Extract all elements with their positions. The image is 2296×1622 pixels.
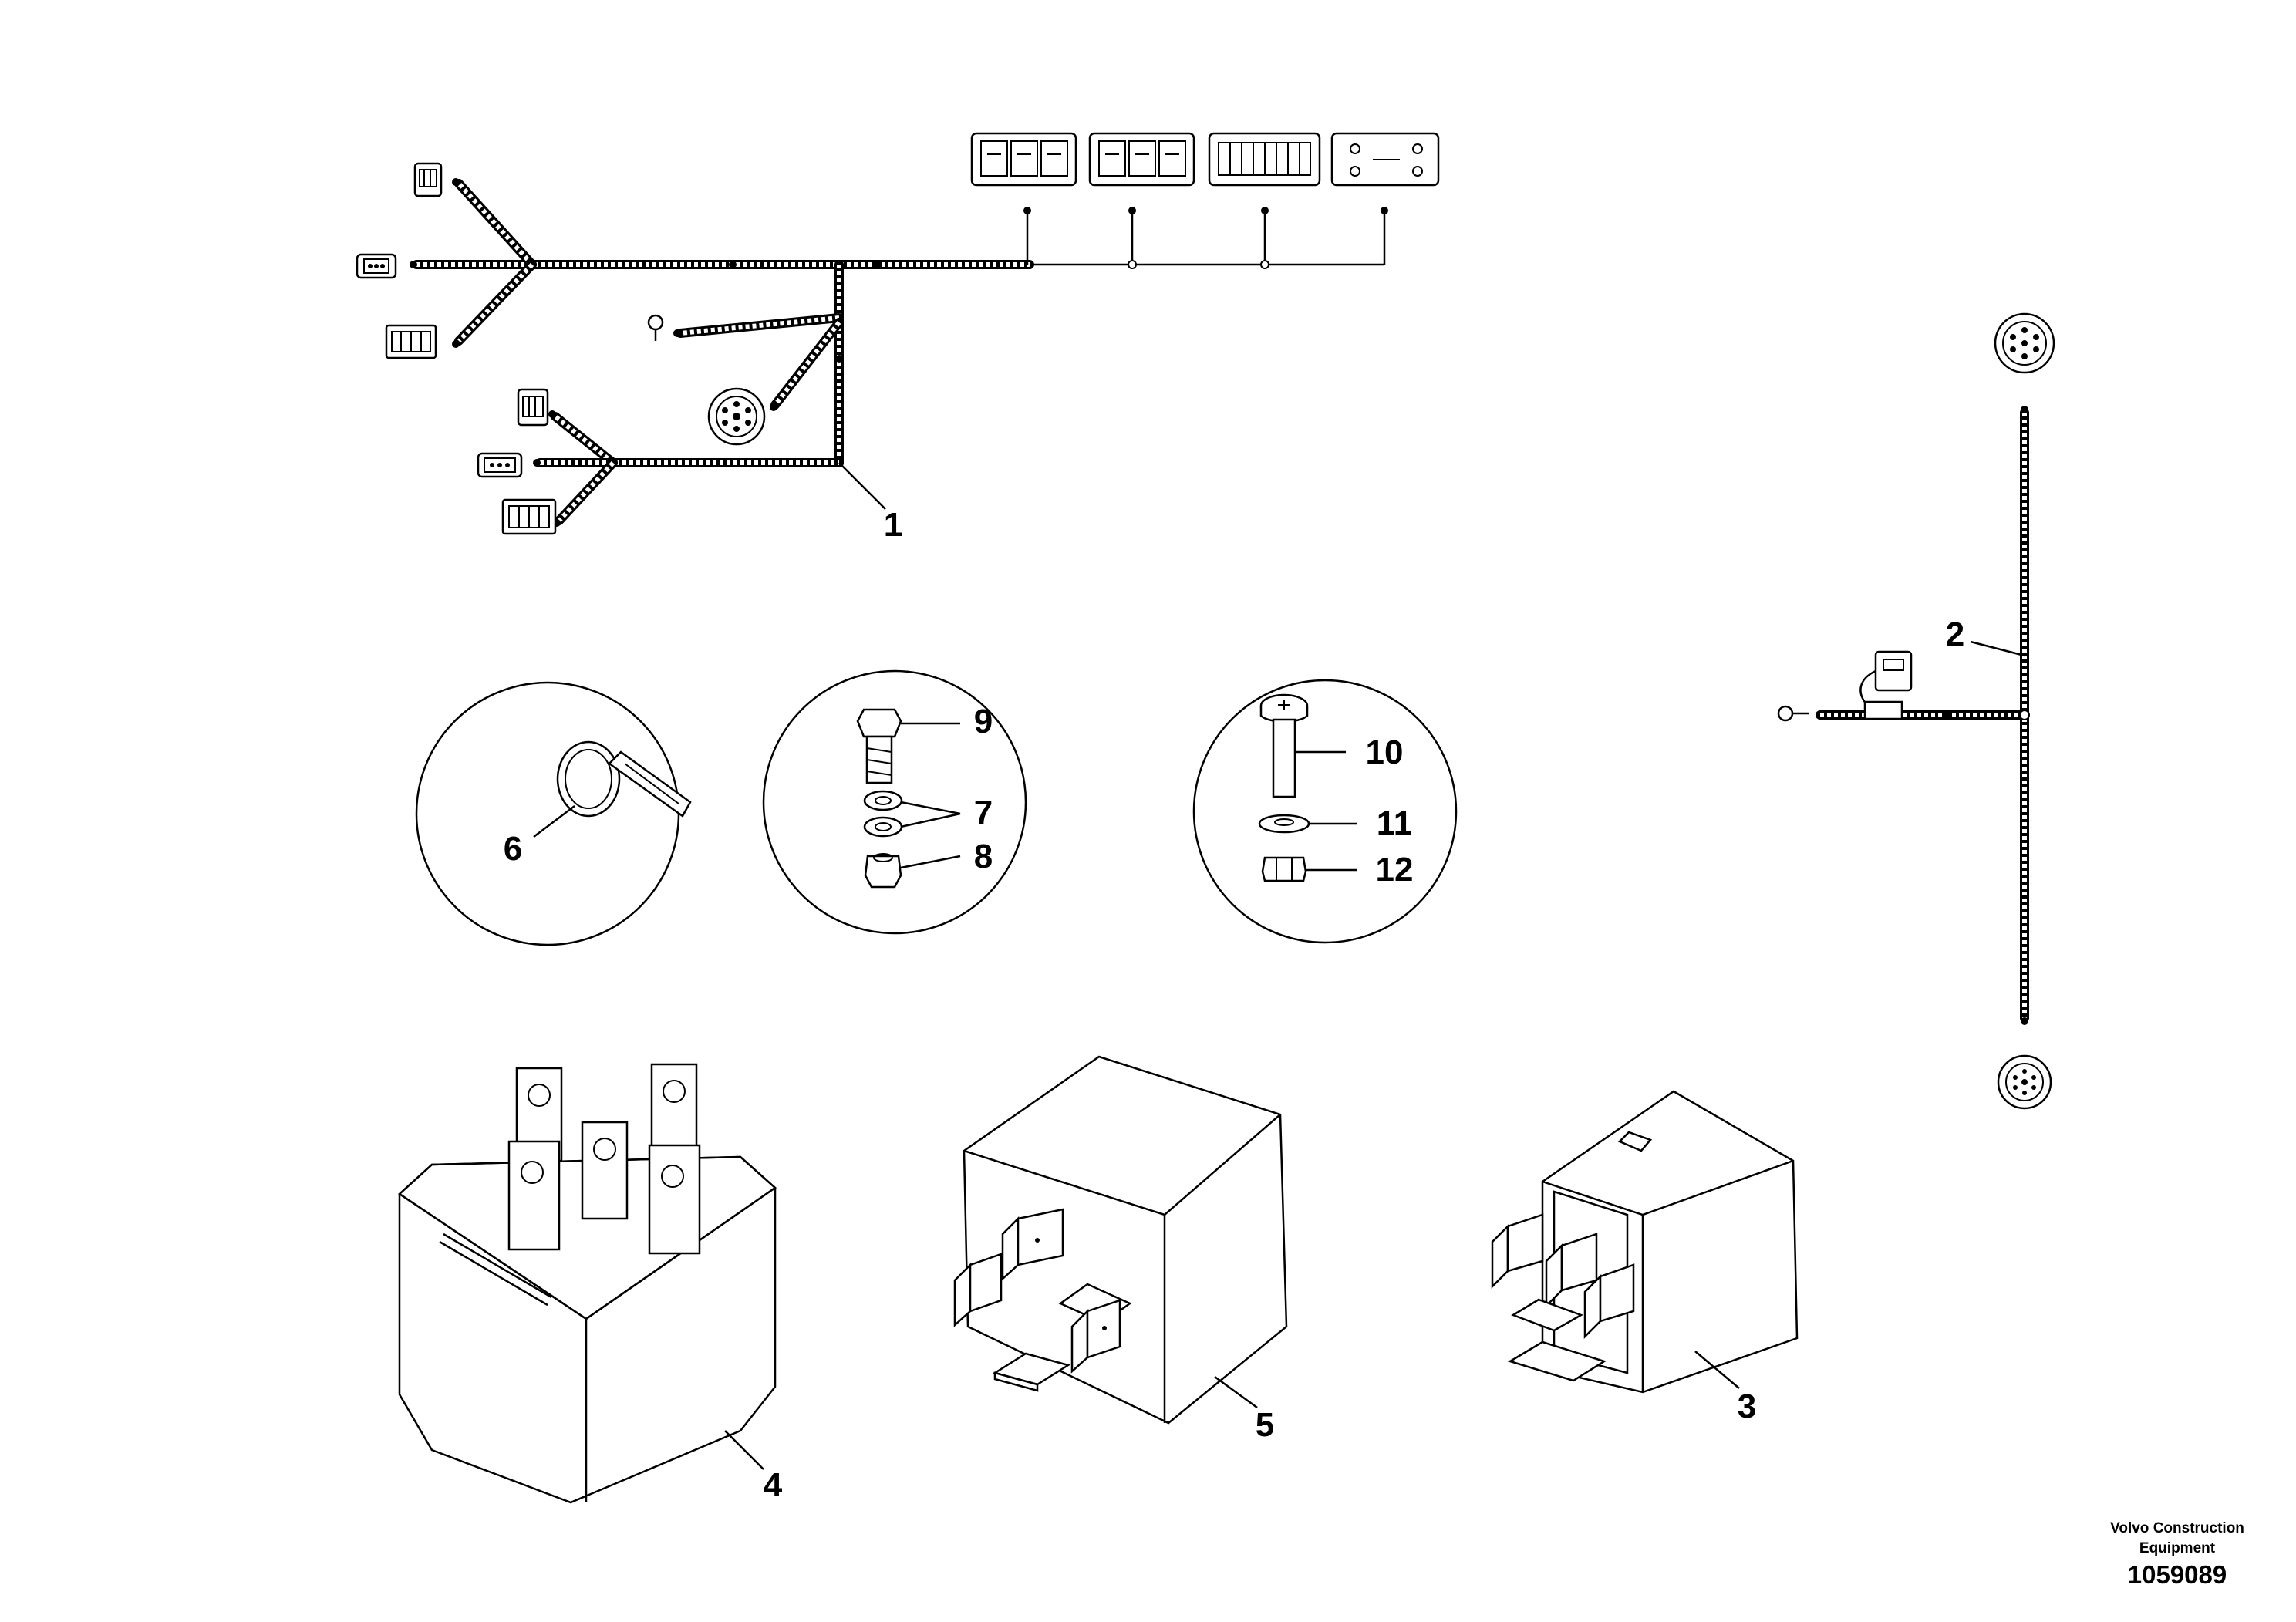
callout-leader: [900, 812, 961, 828]
callout-1: 1: [884, 506, 902, 544]
round-connector-icon: [707, 387, 766, 446]
washer-icon: [863, 790, 903, 811]
wiring-harness-2: 2: [1777, 312, 2055, 1110]
footer-company: Volvo Construction: [2110, 1520, 2244, 1536]
fuse-box-icon: [970, 132, 1077, 187]
connector-icon: [413, 162, 443, 197]
fuse-box-icon: [1330, 132, 1440, 187]
terminal-icon: [1507, 1340, 1607, 1382]
round-connector-icon: [1994, 312, 2055, 374]
callout-6: 6: [504, 830, 522, 868]
nut-icon: [1261, 856, 1307, 882]
callout-8: 8: [974, 838, 993, 875]
callout-10: 10: [1366, 733, 1404, 771]
connector-icon: [477, 452, 523, 478]
callout-3: 3: [1738, 1388, 1756, 1425]
terminal-icon: [581, 1121, 629, 1220]
footer-company-line2: Equipment: [2139, 1540, 2216, 1556]
terminal-icon: [1491, 1213, 1544, 1290]
terminal-icon: [507, 1140, 561, 1251]
detail-bolt-set: 9 7 8: [762, 669, 1027, 935]
callout-leader: [1214, 1375, 1258, 1409]
terminal-icon: [1001, 1208, 1064, 1281]
terminal-icon: [1583, 1263, 1635, 1340]
round-connector-icon: [1997, 1054, 2052, 1110]
callout-4: 4: [764, 1466, 783, 1504]
fuse-box-icon: [1088, 132, 1195, 187]
callout-leader: [900, 801, 961, 815]
callout-5: 5: [1256, 1406, 1274, 1444]
callout-7: 7: [974, 794, 993, 831]
ring-terminal-icon: [1777, 705, 1809, 722]
washer-icon: [1258, 814, 1310, 834]
terminal-icon: [992, 1352, 1071, 1392]
terminal-icon: [953, 1253, 1003, 1327]
bolt-icon: [856, 708, 902, 784]
callout-12: 12: [1376, 851, 1414, 889]
callout-leader: [838, 462, 886, 510]
relay-5: 5: [953, 1055, 1288, 1444]
nut-icon: [864, 853, 902, 889]
callout-leader: [1694, 1351, 1740, 1389]
footer-block: Volvo Construction Equipment 1059089: [2110, 1520, 2244, 1589]
terminal-icon: [648, 1144, 701, 1255]
relay-3: 3: [1491, 1090, 1799, 1425]
callout-leader: [533, 805, 575, 838]
harness-trunk: [412, 179, 1034, 525]
connector-icon: [385, 324, 437, 359]
relay-4: 4: [397, 1063, 783, 1504]
callout-11: 11: [1377, 804, 1413, 842]
fuse-box-icon: [1208, 132, 1321, 187]
screw-icon: [1259, 693, 1309, 798]
terminal-icon: [1070, 1299, 1121, 1374]
fuse-holder-icon: [1859, 650, 1913, 720]
connector-icon: [356, 253, 397, 279]
callout-2: 2: [1946, 615, 1964, 653]
drawing-number: 1059089: [2128, 1560, 2227, 1589]
terminal-icon: [1511, 1298, 1583, 1332]
callout-leader: [724, 1430, 764, 1470]
callout-9: 9: [974, 703, 993, 740]
fuse-box-links: [1023, 207, 1388, 269]
terminal-icon: [650, 1063, 698, 1158]
washer-icon: [863, 816, 903, 838]
connector-icon: [517, 388, 549, 427]
wiring-harness-1: 1: [356, 132, 1440, 544]
detail-screw-set: 10 11 12: [1192, 679, 1458, 944]
callout-leader: [1970, 640, 2025, 657]
ring-terminal-icon: [647, 314, 664, 341]
detail-cable-tie: 6: [415, 681, 692, 946]
connector-icon: [501, 498, 557, 535]
callout-leader: [900, 855, 961, 869]
harness-nodes: [410, 178, 879, 527]
